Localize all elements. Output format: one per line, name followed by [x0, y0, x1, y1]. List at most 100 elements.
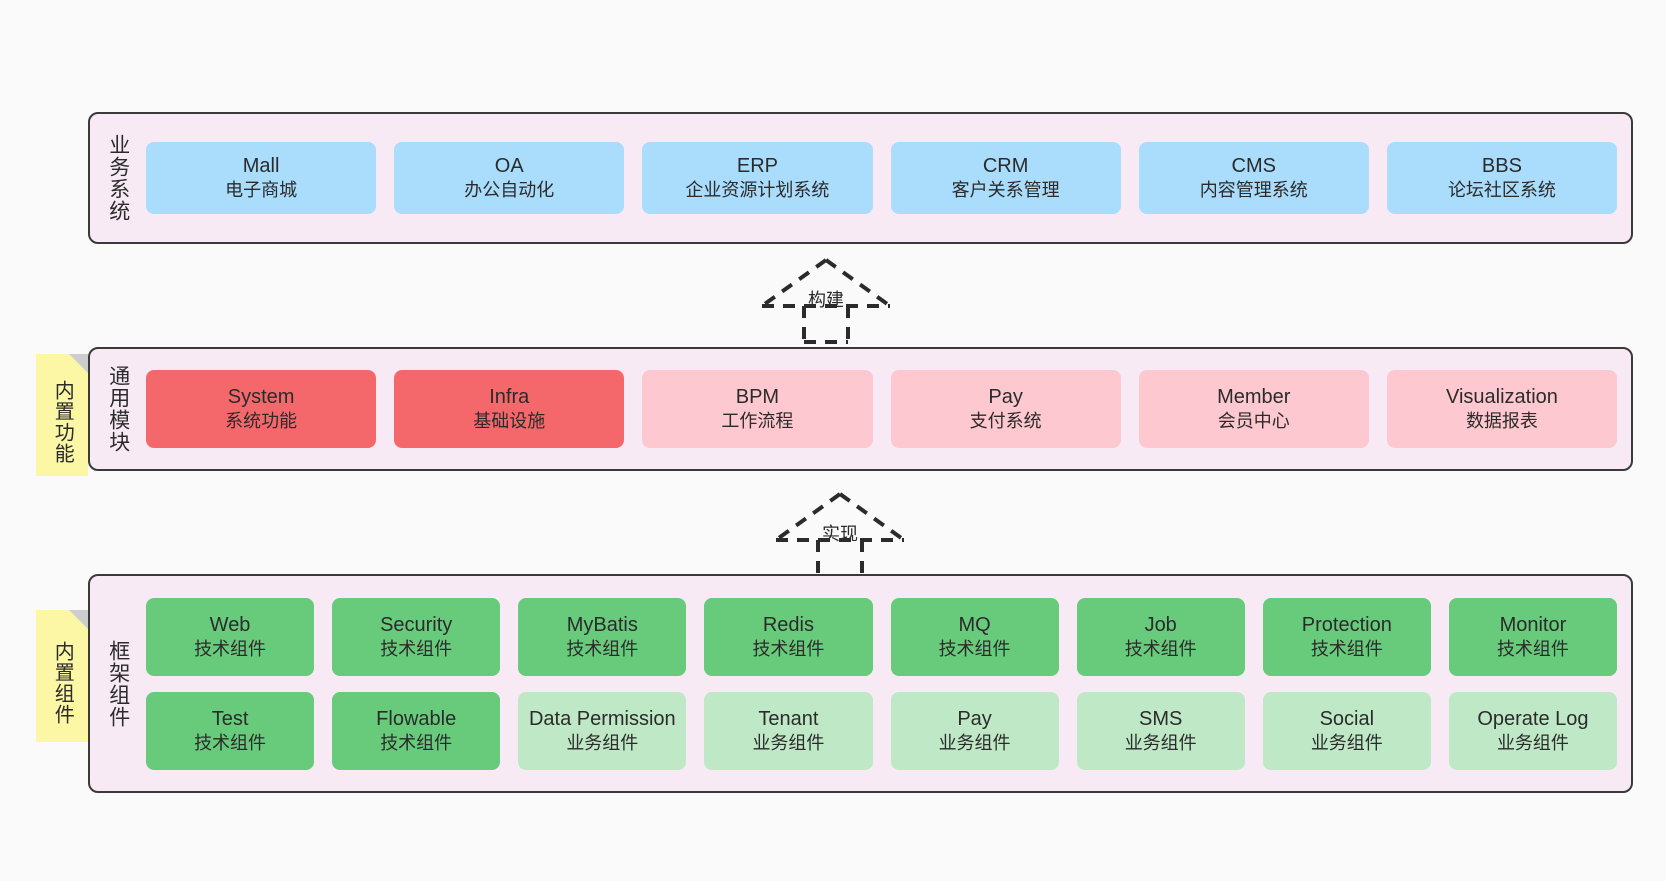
node-subtitle: 技术组件 [380, 638, 453, 659]
node-subtitle: 论坛社区系统 [1447, 180, 1556, 201]
node-bbs[interactable]: BBS 论坛社区系统 [1386, 142, 1618, 214]
node-title: Security [380, 613, 453, 636]
layer-title-framework: 框架组件 [106, 639, 130, 728]
sticky-note-builtin-component[interactable]: 内置组件 [36, 610, 88, 742]
node-redis[interactable]: Redis 技术组件 [704, 597, 873, 676]
node-subtitle: 电子商城 [225, 180, 298, 201]
node-subtitle: 技术组件 [194, 732, 267, 753]
node-title: MQ [958, 613, 991, 636]
note-fold-icon [69, 610, 88, 629]
node-title: BBS [1481, 155, 1522, 178]
node-subtitle: 业务组件 [938, 732, 1011, 753]
node-title: Tenant [758, 707, 819, 730]
node-oa[interactable]: OA 办公自动化 [394, 142, 625, 214]
node-title: Visualization [1445, 386, 1558, 409]
node-subtitle: 系统功能 [225, 411, 298, 432]
node-bpm[interactable]: BPM 工作流程 [642, 370, 873, 448]
node-subtitle: 技术组件 [194, 638, 267, 659]
node-cms[interactable]: CMS 内容管理系统 [1138, 142, 1369, 214]
node-system[interactable]: System 系统功能 [146, 370, 377, 448]
arrow-build: 构建 [756, 258, 896, 344]
node-title: Pay [988, 386, 1023, 409]
node-title: SMS [1139, 707, 1183, 730]
node-mall[interactable]: Mall 电子商城 [146, 142, 377, 214]
node-pay[interactable]: Pay 支付系统 [890, 370, 1121, 448]
node-title: Protection [1301, 613, 1392, 636]
node-title: Data Permission [528, 707, 676, 730]
node-title: CRM [982, 155, 1029, 178]
node-web[interactable]: Web 技术组件 [146, 597, 315, 676]
node-security[interactable]: Security 技术组件 [332, 597, 501, 676]
node-subtitle: 技术组件 [380, 732, 453, 753]
node-social[interactable]: Social 业务组件 [1262, 691, 1431, 770]
node-tenant[interactable]: Tenant 业务组件 [704, 691, 873, 770]
arrow-implement: 实现 [770, 492, 910, 578]
node-subtitle: 内容管理系统 [1199, 180, 1308, 201]
node-job[interactable]: Job 技术组件 [1076, 597, 1245, 676]
node-subtitle: 企业资源计划系统 [685, 180, 830, 201]
node-erp[interactable]: ERP 企业资源计划系统 [642, 142, 873, 214]
layer-business-system: 业务系统 Mall 电子商城 OA 办公自动化 ERP 企业资源计划系统 CRM… [88, 112, 1633, 244]
node-subtitle: 基础设施 [473, 411, 546, 432]
sticky-note-label: 内置功能 [51, 380, 74, 464]
node-subtitle: 技术组件 [938, 638, 1011, 659]
node-protection[interactable]: Protection 技术组件 [1262, 597, 1431, 676]
node-mybatis[interactable]: MyBatis 技术组件 [518, 597, 687, 676]
sticky-note-label: 内置组件 [51, 641, 74, 725]
arrow-label-build: 构建 [808, 290, 844, 310]
node-subtitle: 客户关系管理 [951, 180, 1060, 201]
sticky-note-builtin-function[interactable]: 内置功能 [36, 354, 88, 476]
layer-framework-component: 框架组件 Web 技术组件 Security 技术组件 MyBatis 技术组件… [88, 574, 1633, 793]
arrow-label-implement: 实现 [822, 524, 858, 544]
node-visualization[interactable]: Visualization 数据报表 [1386, 370, 1618, 448]
node-row: System 系统功能 Infra 基础设施 BPM 工作流程 Pay 支付系统… [146, 370, 1618, 448]
node-title: BPM [735, 386, 780, 409]
layer-body-framework: Web 技术组件 Security 技术组件 MyBatis 技术组件 Redi… [146, 576, 1631, 791]
node-title: OA [494, 155, 524, 178]
node-row: Test 技术组件 Flowable 技术组件 Data Permission … [146, 691, 1617, 770]
node-title: Social [1319, 707, 1375, 730]
node-title: Member [1217, 386, 1291, 409]
node-flowable[interactable]: Flowable 技术组件 [332, 691, 501, 770]
node-test[interactable]: Test 技术组件 [146, 691, 315, 770]
node-subtitle: 支付系统 [969, 411, 1042, 432]
node-data-permission[interactable]: Data Permission 业务组件 [518, 691, 687, 770]
node-title: System [227, 386, 295, 409]
node-subtitle: 技术组件 [1310, 638, 1383, 659]
node-pay-biz[interactable]: Pay 业务组件 [890, 691, 1059, 770]
node-subtitle: 办公自动化 [464, 180, 555, 201]
layer-title-module: 通用模块 [106, 365, 130, 453]
node-subtitle: 数据报表 [1465, 411, 1538, 432]
node-subtitle: 业务组件 [1496, 732, 1569, 753]
node-member[interactable]: Member 会员中心 [1138, 370, 1369, 448]
node-subtitle: 技术组件 [752, 638, 825, 659]
node-title: Test [211, 707, 249, 730]
node-infra[interactable]: Infra 基础设施 [394, 370, 625, 448]
note-fold-icon [69, 354, 88, 373]
node-subtitle: 业务组件 [566, 732, 639, 753]
node-row: Mall 电子商城 OA 办公自动化 ERP 企业资源计划系统 CRM 客户关系… [146, 142, 1618, 214]
node-title: Pay [957, 707, 992, 730]
node-title: Monitor [1499, 613, 1567, 636]
layer-body-business: Mall 电子商城 OA 办公自动化 ERP 企业资源计划系统 CRM 客户关系… [146, 114, 1631, 242]
node-title: Web [209, 613, 251, 636]
node-title: Mall [242, 155, 280, 178]
generalization-arrow-icon [774, 492, 906, 578]
node-monitor[interactable]: Monitor 技术组件 [1448, 597, 1617, 676]
node-mq[interactable]: MQ 技术组件 [890, 597, 1059, 676]
layer-title-business: 业务系统 [106, 134, 130, 222]
node-row: Web 技术组件 Security 技术组件 MyBatis 技术组件 Redi… [146, 597, 1617, 676]
node-subtitle: 技术组件 [1496, 638, 1569, 659]
node-title: MyBatis [566, 613, 638, 636]
node-subtitle: 业务组件 [1310, 732, 1383, 753]
node-subtitle: 工作流程 [721, 411, 794, 432]
generalization-arrow-icon [760, 258, 892, 344]
node-operate-log[interactable]: Operate Log 业务组件 [1448, 691, 1617, 770]
node-subtitle: 会员中心 [1217, 411, 1290, 432]
layer-common-module: 通用模块 System 系统功能 Infra 基础设施 BPM 工作流程 Pay… [88, 347, 1633, 471]
node-crm[interactable]: CRM 客户关系管理 [890, 142, 1121, 214]
node-sms[interactable]: SMS 业务组件 [1076, 691, 1245, 770]
node-subtitle: 业务组件 [1124, 732, 1197, 753]
node-subtitle: 技术组件 [566, 638, 639, 659]
